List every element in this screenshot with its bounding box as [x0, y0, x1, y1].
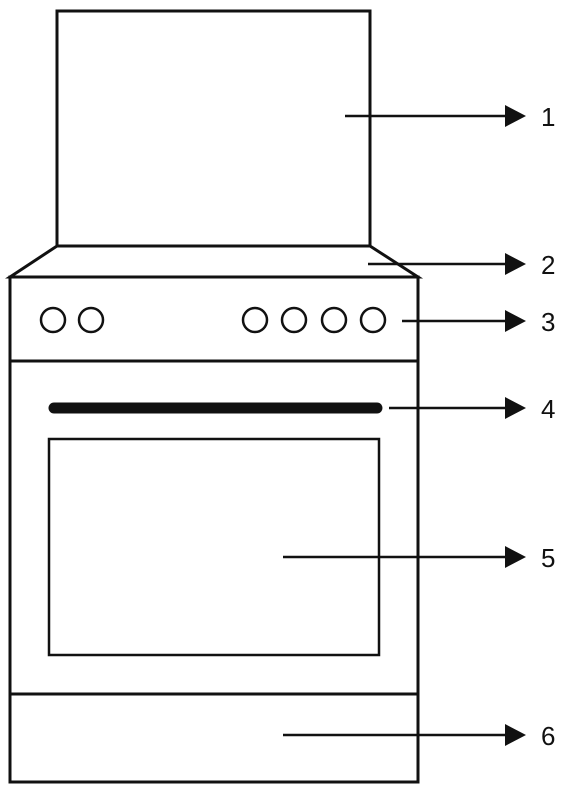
arrowhead-icon [505, 724, 526, 746]
callout-label: 4 [541, 394, 555, 424]
callout-label: 2 [541, 250, 555, 280]
lid [55, 9, 372, 248]
hob-top [5, 244, 424, 279]
callout-3: 3 [402, 307, 555, 337]
callout-2: 2 [368, 250, 555, 280]
knob [320, 306, 348, 334]
oven-door-window [47, 437, 381, 657]
control-knobs [39, 306, 387, 334]
arrowhead-icon [505, 105, 526, 127]
callout-4: 4 [389, 394, 555, 424]
knob [280, 306, 308, 334]
arrowhead-icon [505, 253, 526, 275]
knob [39, 306, 67, 334]
callout-1: 1 [345, 102, 555, 132]
arrowhead-icon [505, 546, 526, 568]
arrowhead-icon [505, 310, 526, 332]
callout-label: 3 [541, 307, 555, 337]
callout-label: 5 [541, 543, 555, 573]
callout-label: 1 [541, 102, 555, 132]
knob [359, 306, 387, 334]
stove-body [8, 275, 420, 784]
callout-5: 5 [283, 543, 555, 573]
callout-6: 6 [283, 721, 555, 751]
arrowhead-icon [505, 397, 526, 419]
knob [77, 306, 105, 334]
knob [241, 306, 269, 334]
callout-label: 6 [541, 721, 555, 751]
